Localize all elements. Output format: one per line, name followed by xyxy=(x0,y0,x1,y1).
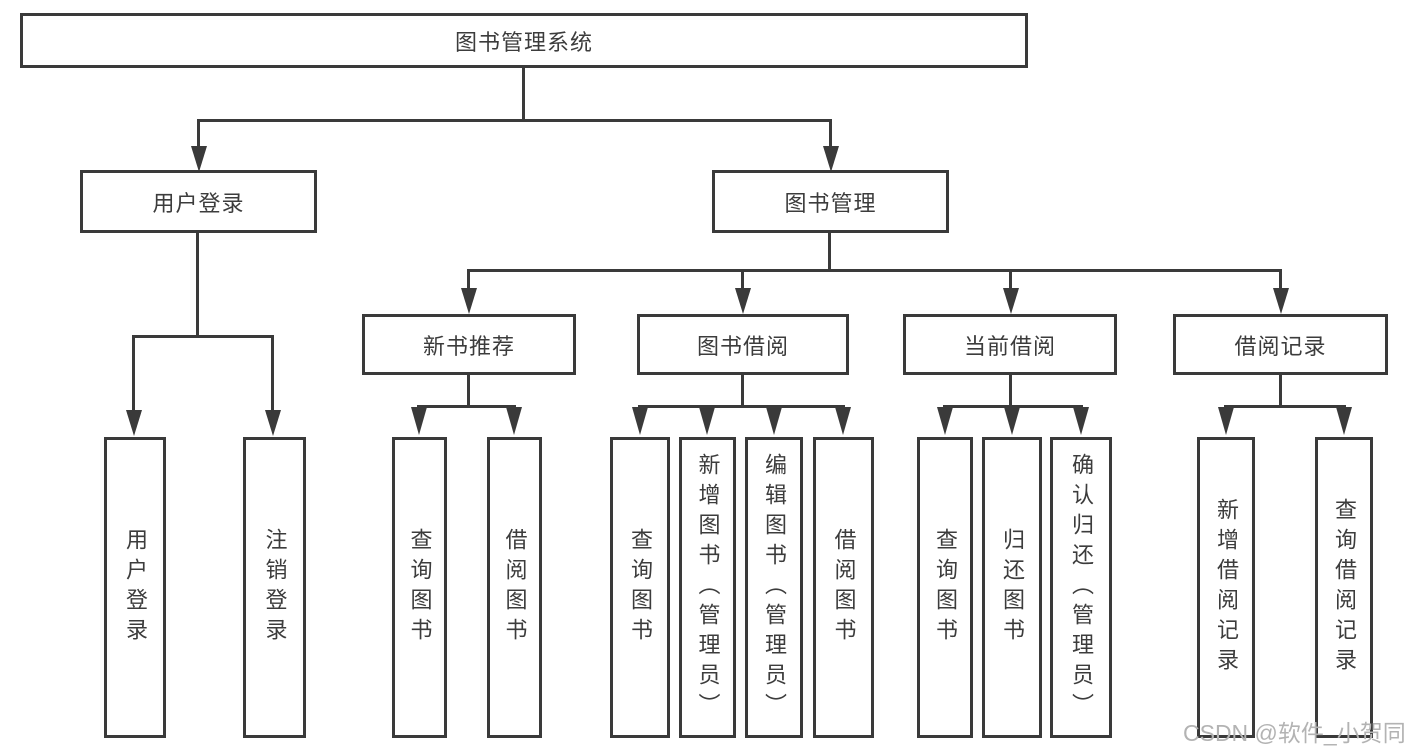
leaf-bb-query-books: 查询图书 xyxy=(610,437,670,738)
connector-nbr-stem xyxy=(467,269,470,290)
connector-cb-hline xyxy=(943,405,1083,408)
arrow-to-nbr-query xyxy=(411,407,427,435)
node-user-login: 用户登录 xyxy=(80,170,317,233)
connector-level2-hline xyxy=(467,269,1282,272)
node-book-management: 图书管理 xyxy=(712,170,949,233)
leaf-nbr-borrow-books: 借阅图书 xyxy=(487,437,542,738)
leaf-bb-add-books-admin: 新增图书（管理员） xyxy=(679,437,736,738)
arrow-to-cb-confirm xyxy=(1073,407,1089,435)
leaf-cb-query-books: 查询图书 xyxy=(917,437,973,738)
leaf-br-query-record: 查询借阅记录 xyxy=(1315,437,1373,738)
arrow-to-borrowing-records xyxy=(1273,288,1289,314)
leaf-cb-confirm-return-admin: 确认归还（管理员） xyxy=(1050,437,1112,738)
leaf-bb-borrow-books: 借阅图书 xyxy=(813,437,874,738)
leaf-user-login: 用户登录 xyxy=(104,437,166,738)
arrow-to-br-query xyxy=(1336,407,1352,435)
arrow-to-bb-borrow xyxy=(835,407,851,435)
arrow-to-book-management xyxy=(823,146,839,172)
connector-nbr-down xyxy=(467,375,470,407)
arrow-to-bb-edit xyxy=(766,407,782,435)
connector-bb-hline xyxy=(638,405,845,408)
connector-level1-hline xyxy=(197,119,832,122)
arrow-to-nbr-borrow xyxy=(506,407,522,435)
leaf-logout: 注销登录 xyxy=(243,437,306,738)
arrow-to-leaf-logout xyxy=(265,410,281,436)
connector-leaf-logout-stem xyxy=(271,335,274,412)
connector-br-stem xyxy=(1279,269,1282,290)
leaf-nbr-query-books: 查询图书 xyxy=(392,437,447,738)
arrow-to-new-book-recommendation xyxy=(461,288,477,314)
node-book-borrowing: 图书借阅 xyxy=(637,314,849,375)
connector-book-mgmt-down xyxy=(828,233,831,272)
arrow-to-cb-query xyxy=(937,407,953,435)
connector-leaf-login-stem xyxy=(132,335,135,412)
arrow-to-book-borrowing xyxy=(735,288,751,314)
connector-nbr-hline xyxy=(417,405,516,408)
connector-br-down xyxy=(1279,375,1282,407)
arrow-to-bb-add xyxy=(699,407,715,435)
connector-user-login-stem xyxy=(197,119,200,148)
connector-cb-down xyxy=(1009,375,1012,407)
connector-bb-down xyxy=(741,375,744,407)
connector-cb-stem xyxy=(1009,269,1012,290)
leaf-bb-edit-books-admin: 编辑图书（管理员） xyxy=(745,437,803,738)
leaf-br-add-record: 新增借阅记录 xyxy=(1197,437,1255,738)
arrow-to-bb-query xyxy=(632,407,648,435)
node-current-borrowing: 当前借阅 xyxy=(903,314,1117,375)
leaf-cb-return-books: 归还图书 xyxy=(982,437,1042,738)
arrow-to-current-borrowing xyxy=(1003,288,1019,314)
arrow-to-leaf-login xyxy=(126,410,142,436)
connector-user-login-hline xyxy=(132,335,274,338)
node-borrowing-records: 借阅记录 xyxy=(1173,314,1388,375)
connector-br-hline xyxy=(1224,405,1346,408)
arrow-to-cb-return xyxy=(1004,407,1020,435)
connector-book-mgmt-stem xyxy=(829,119,832,148)
arrow-to-user-login xyxy=(191,146,207,172)
arrow-to-br-add xyxy=(1218,407,1234,435)
node-library-management-system: 图书管理系统 xyxy=(20,13,1028,68)
connector-user-login-down xyxy=(196,233,199,337)
connector-root-stem xyxy=(522,68,525,121)
node-new-book-recommendation: 新书推荐 xyxy=(362,314,576,375)
connector-bb-stem xyxy=(741,269,744,290)
csdn-watermark: CSDN @软件_小贺同学 xyxy=(1183,720,1405,746)
